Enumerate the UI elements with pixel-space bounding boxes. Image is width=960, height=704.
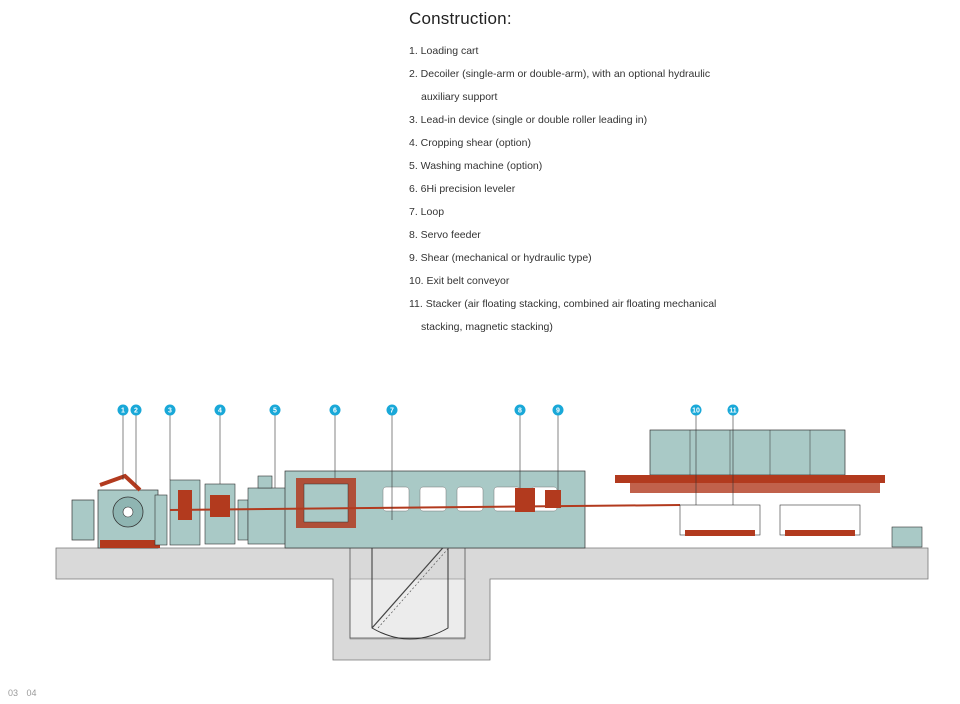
list-item-continuation: auxiliary support: [421, 91, 498, 103]
svg-text:11: 11: [729, 408, 737, 415]
list-item: 3. Lead-in device (single or double roll…: [409, 114, 648, 126]
callout-1: 1: [117, 404, 129, 416]
production-line-diagram: 1 2 3 4 5 6 7 8 9 10 11: [55, 404, 929, 661]
list-item: 8. Servo feeder: [409, 229, 481, 241]
decoiler: [71, 473, 168, 549]
svg-text:10: 10: [692, 408, 700, 415]
callout-9: 9: [552, 404, 564, 416]
list-item: 2. Decoiler (single-arm or double-arm), …: [409, 68, 711, 80]
svg-text:4: 4: [218, 408, 222, 415]
foundation: [55, 547, 929, 661]
lead-in-and-shear: [169, 479, 249, 546]
svg-text:6: 6: [333, 408, 337, 415]
strip-path: [169, 504, 681, 511]
callout-5: 5: [269, 404, 281, 416]
svg-text:5: 5: [273, 408, 277, 415]
list-item-continuation: stacking, magnetic stacking): [421, 321, 553, 333]
page-number: 03: [8, 688, 19, 698]
list-item: 9. Shear (mechanical or hydraulic type): [409, 252, 592, 264]
svg-text:7: 7: [390, 408, 394, 415]
stacker: [615, 429, 923, 548]
svg-text:9: 9: [556, 408, 560, 415]
page-numbers: 03 04: [8, 688, 43, 698]
svg-text:1: 1: [121, 408, 125, 415]
list-item: 4. Cropping shear (option): [409, 137, 531, 149]
leveler-housing: [284, 470, 586, 549]
list-item: 1. Loading cart: [409, 45, 479, 57]
callout-3: 3: [164, 404, 176, 416]
callout-11: 11: [727, 404, 739, 416]
washing-machine: [247, 475, 287, 545]
list-item: 11. Stacker (air floating stacking, comb…: [409, 298, 717, 310]
callout-8: 8: [514, 404, 526, 416]
callout-7: 7: [386, 404, 398, 416]
callout-4: 4: [214, 404, 226, 416]
list-item: 6. 6Hi precision leveler: [409, 183, 516, 195]
list-item: 10. Exit belt conveyor: [409, 275, 510, 287]
callout-2: 2: [130, 404, 142, 416]
callout-10: 10: [690, 404, 702, 416]
callout-6: 6: [329, 404, 341, 416]
svg-text:2: 2: [134, 408, 138, 415]
page-title: Construction:: [409, 9, 512, 28]
list-item: 7. Loop: [409, 206, 445, 218]
page-number: 04: [26, 688, 37, 698]
svg-text:3: 3: [168, 408, 172, 415]
callouts: 1 2 3 4 5 6 7 8 9 10 11: [117, 404, 739, 520]
svg-text:8: 8: [518, 408, 522, 415]
list-item: 5. Washing machine (option): [409, 160, 543, 172]
construction-list: 1. Loading cart 2. Decoiler (single-arm …: [409, 40, 749, 339]
